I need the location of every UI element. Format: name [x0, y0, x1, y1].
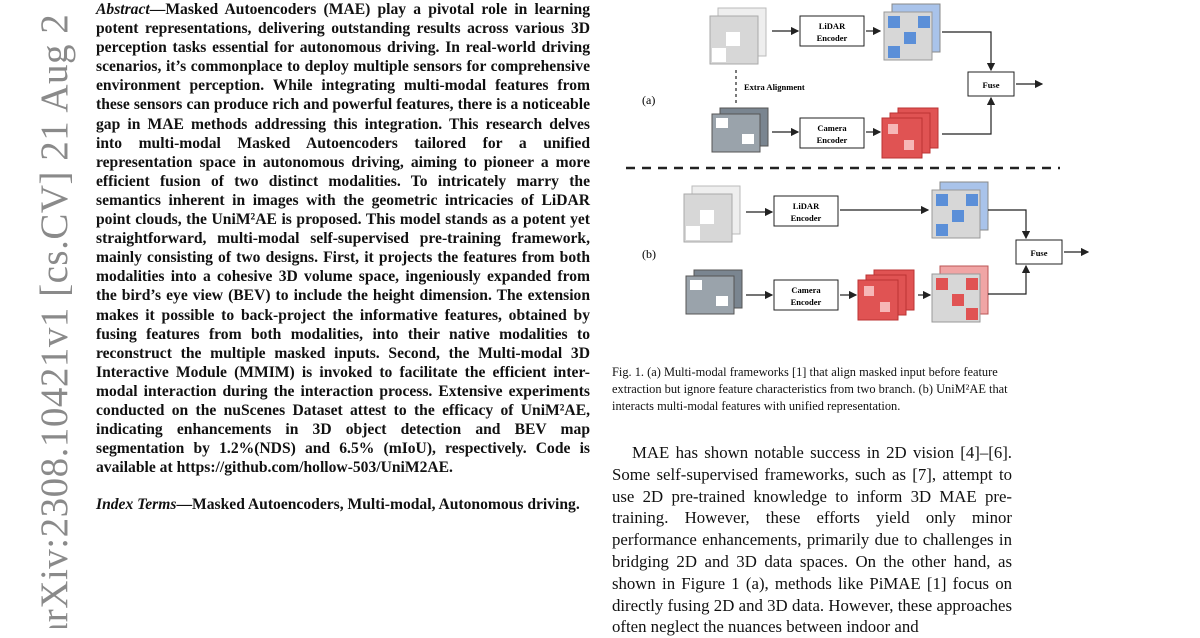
arxiv-identifier-strip: arXiv:2308.10421v1 [cs.CV] 21 Aug 2: [0, 0, 76, 628]
index-terms: Index Terms—Masked Autoencoders, Multi-m…: [96, 495, 590, 514]
abstract-text: —Masked Autoencoders (MAE) play a pivota…: [96, 1, 590, 477]
lidar-input-cube-a: [709, 7, 767, 65]
camera-feature-cube-b: [931, 265, 989, 323]
lidar-input-cube-b: [683, 185, 741, 243]
abstract: Abstract—Masked Autoencoders (MAE) play …: [96, 0, 590, 477]
fuse-box-b: Fuse: [1015, 239, 1063, 265]
framework-diagram: (a) LiDAR Encoder Extra Alignment: [626, 3, 1090, 323]
extra-alignment-label: Extra Alignment: [744, 82, 805, 92]
extra-alignment: Extra Alignment: [735, 70, 805, 104]
lidar-encoder-b-line2: Encoder: [791, 213, 822, 223]
left-column: Abstract—Masked Autoencoders (MAE) play …: [96, 0, 590, 530]
camera-encoder-line1: Camera: [817, 123, 847, 133]
camera-feature-stack-a: [881, 107, 939, 159]
figure-1: (a) LiDAR Encoder Extra Alignment: [612, 0, 1200, 370]
arxiv-identifier: arXiv:2308.10421v1 [cs.CV] 21 Aug 2: [33, 13, 76, 628]
body-paragraph: MAE has shown notable success in 2D visi…: [612, 442, 1012, 638]
lidar-feature-cube-a: [883, 3, 941, 61]
lidar-encoder-box-b: LiDAR Encoder: [773, 195, 839, 227]
fuse-label-a: Fuse: [983, 80, 1000, 90]
camera-input-a: [711, 107, 769, 153]
panel-b-label: (b): [642, 247, 656, 261]
lidar-encoder-line2: Encoder: [817, 33, 848, 43]
abstract-label: Abstract: [96, 1, 150, 18]
fuse-label-b: Fuse: [1031, 248, 1048, 258]
lidar-feature-cube-b: [931, 181, 989, 239]
panel-a-label: (a): [642, 93, 655, 107]
index-terms-text: —Masked Autoencoders, Multi-modal, Auton…: [176, 496, 580, 514]
lidar-encoder-b-line1: LiDAR: [793, 201, 820, 211]
index-terms-label: Index Terms: [96, 496, 177, 514]
fuse-box-a: Fuse: [967, 71, 1015, 97]
camera-encoder-line2: Encoder: [817, 135, 848, 145]
camera-encoder-box-b: Camera Encoder: [773, 279, 839, 311]
camera-encoder-box-a: Camera Encoder: [799, 117, 865, 149]
body-paragraph-text: MAE has shown notable success in 2D visi…: [612, 443, 1012, 637]
figure-caption: Fig. 1. (a) Multi-modal frameworks [1] t…: [612, 365, 1008, 413]
camera-encoder-b-line1: Camera: [791, 285, 821, 295]
lidar-encoder-box-a: LiDAR Encoder: [799, 15, 865, 47]
camera-input-b: [685, 269, 743, 315]
lidar-encoder-line1: LiDAR: [819, 21, 846, 31]
camera-feature-stack-b: [857, 269, 915, 321]
camera-encoder-b-line2: Encoder: [791, 297, 822, 307]
